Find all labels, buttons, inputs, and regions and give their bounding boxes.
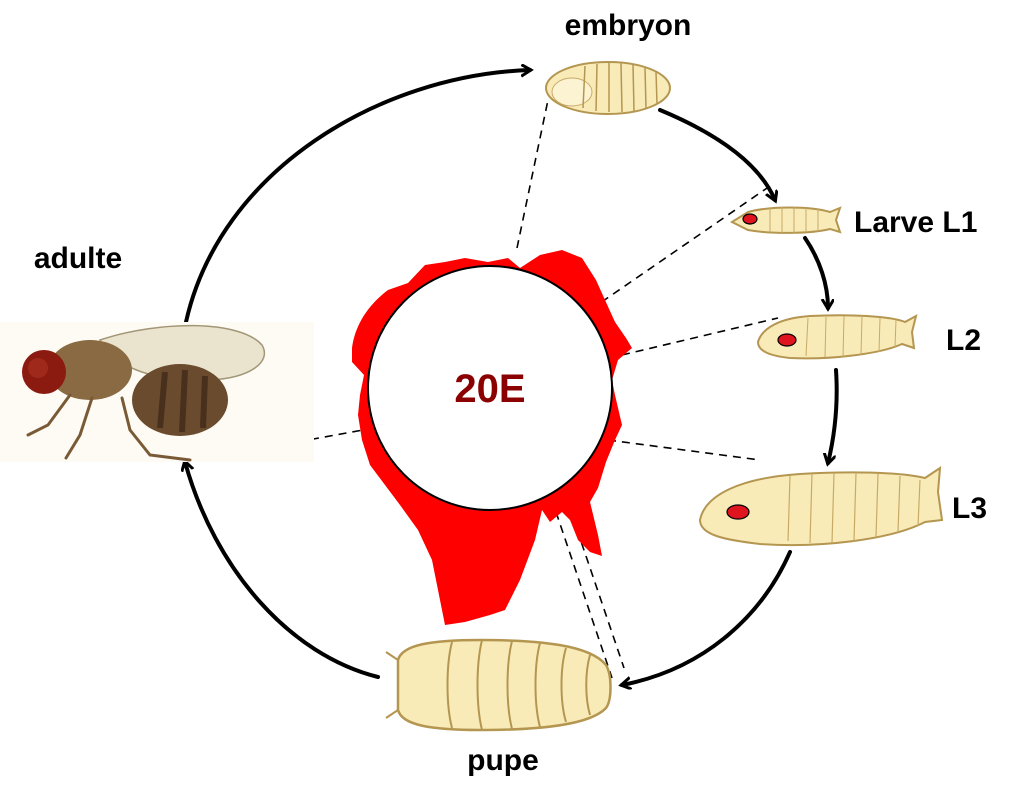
pupa-icon bbox=[386, 640, 611, 730]
arrow-l1-to-l2 bbox=[805, 238, 828, 308]
label-l2: L2 bbox=[946, 324, 981, 357]
connector-l2 bbox=[622, 318, 778, 355]
arrow-l3-to-pupa bbox=[622, 552, 790, 685]
embryo-icon bbox=[546, 62, 670, 114]
label-embryon: embryon bbox=[565, 9, 692, 42]
larva-l3-icon bbox=[700, 468, 942, 545]
arrow-l2-to-l3 bbox=[828, 370, 837, 463]
fly-icon bbox=[0, 322, 314, 462]
label-l3: L3 bbox=[952, 492, 987, 525]
arrow-pupa-to-adult bbox=[185, 462, 378, 677]
larva-l2-icon bbox=[758, 315, 916, 358]
arrow-embryo-to-l1 bbox=[660, 110, 775, 200]
center-label: 20E bbox=[454, 367, 525, 411]
label-pupe: pupe bbox=[467, 744, 539, 777]
connector-embryo bbox=[517, 100, 548, 248]
larva-l1-icon bbox=[732, 207, 840, 233]
label-larve-l1: Larve L1 bbox=[854, 206, 977, 239]
label-adulte: adulte bbox=[34, 242, 122, 275]
connector-l1 bbox=[590, 186, 770, 310]
connector-l3 bbox=[608, 440, 760, 460]
